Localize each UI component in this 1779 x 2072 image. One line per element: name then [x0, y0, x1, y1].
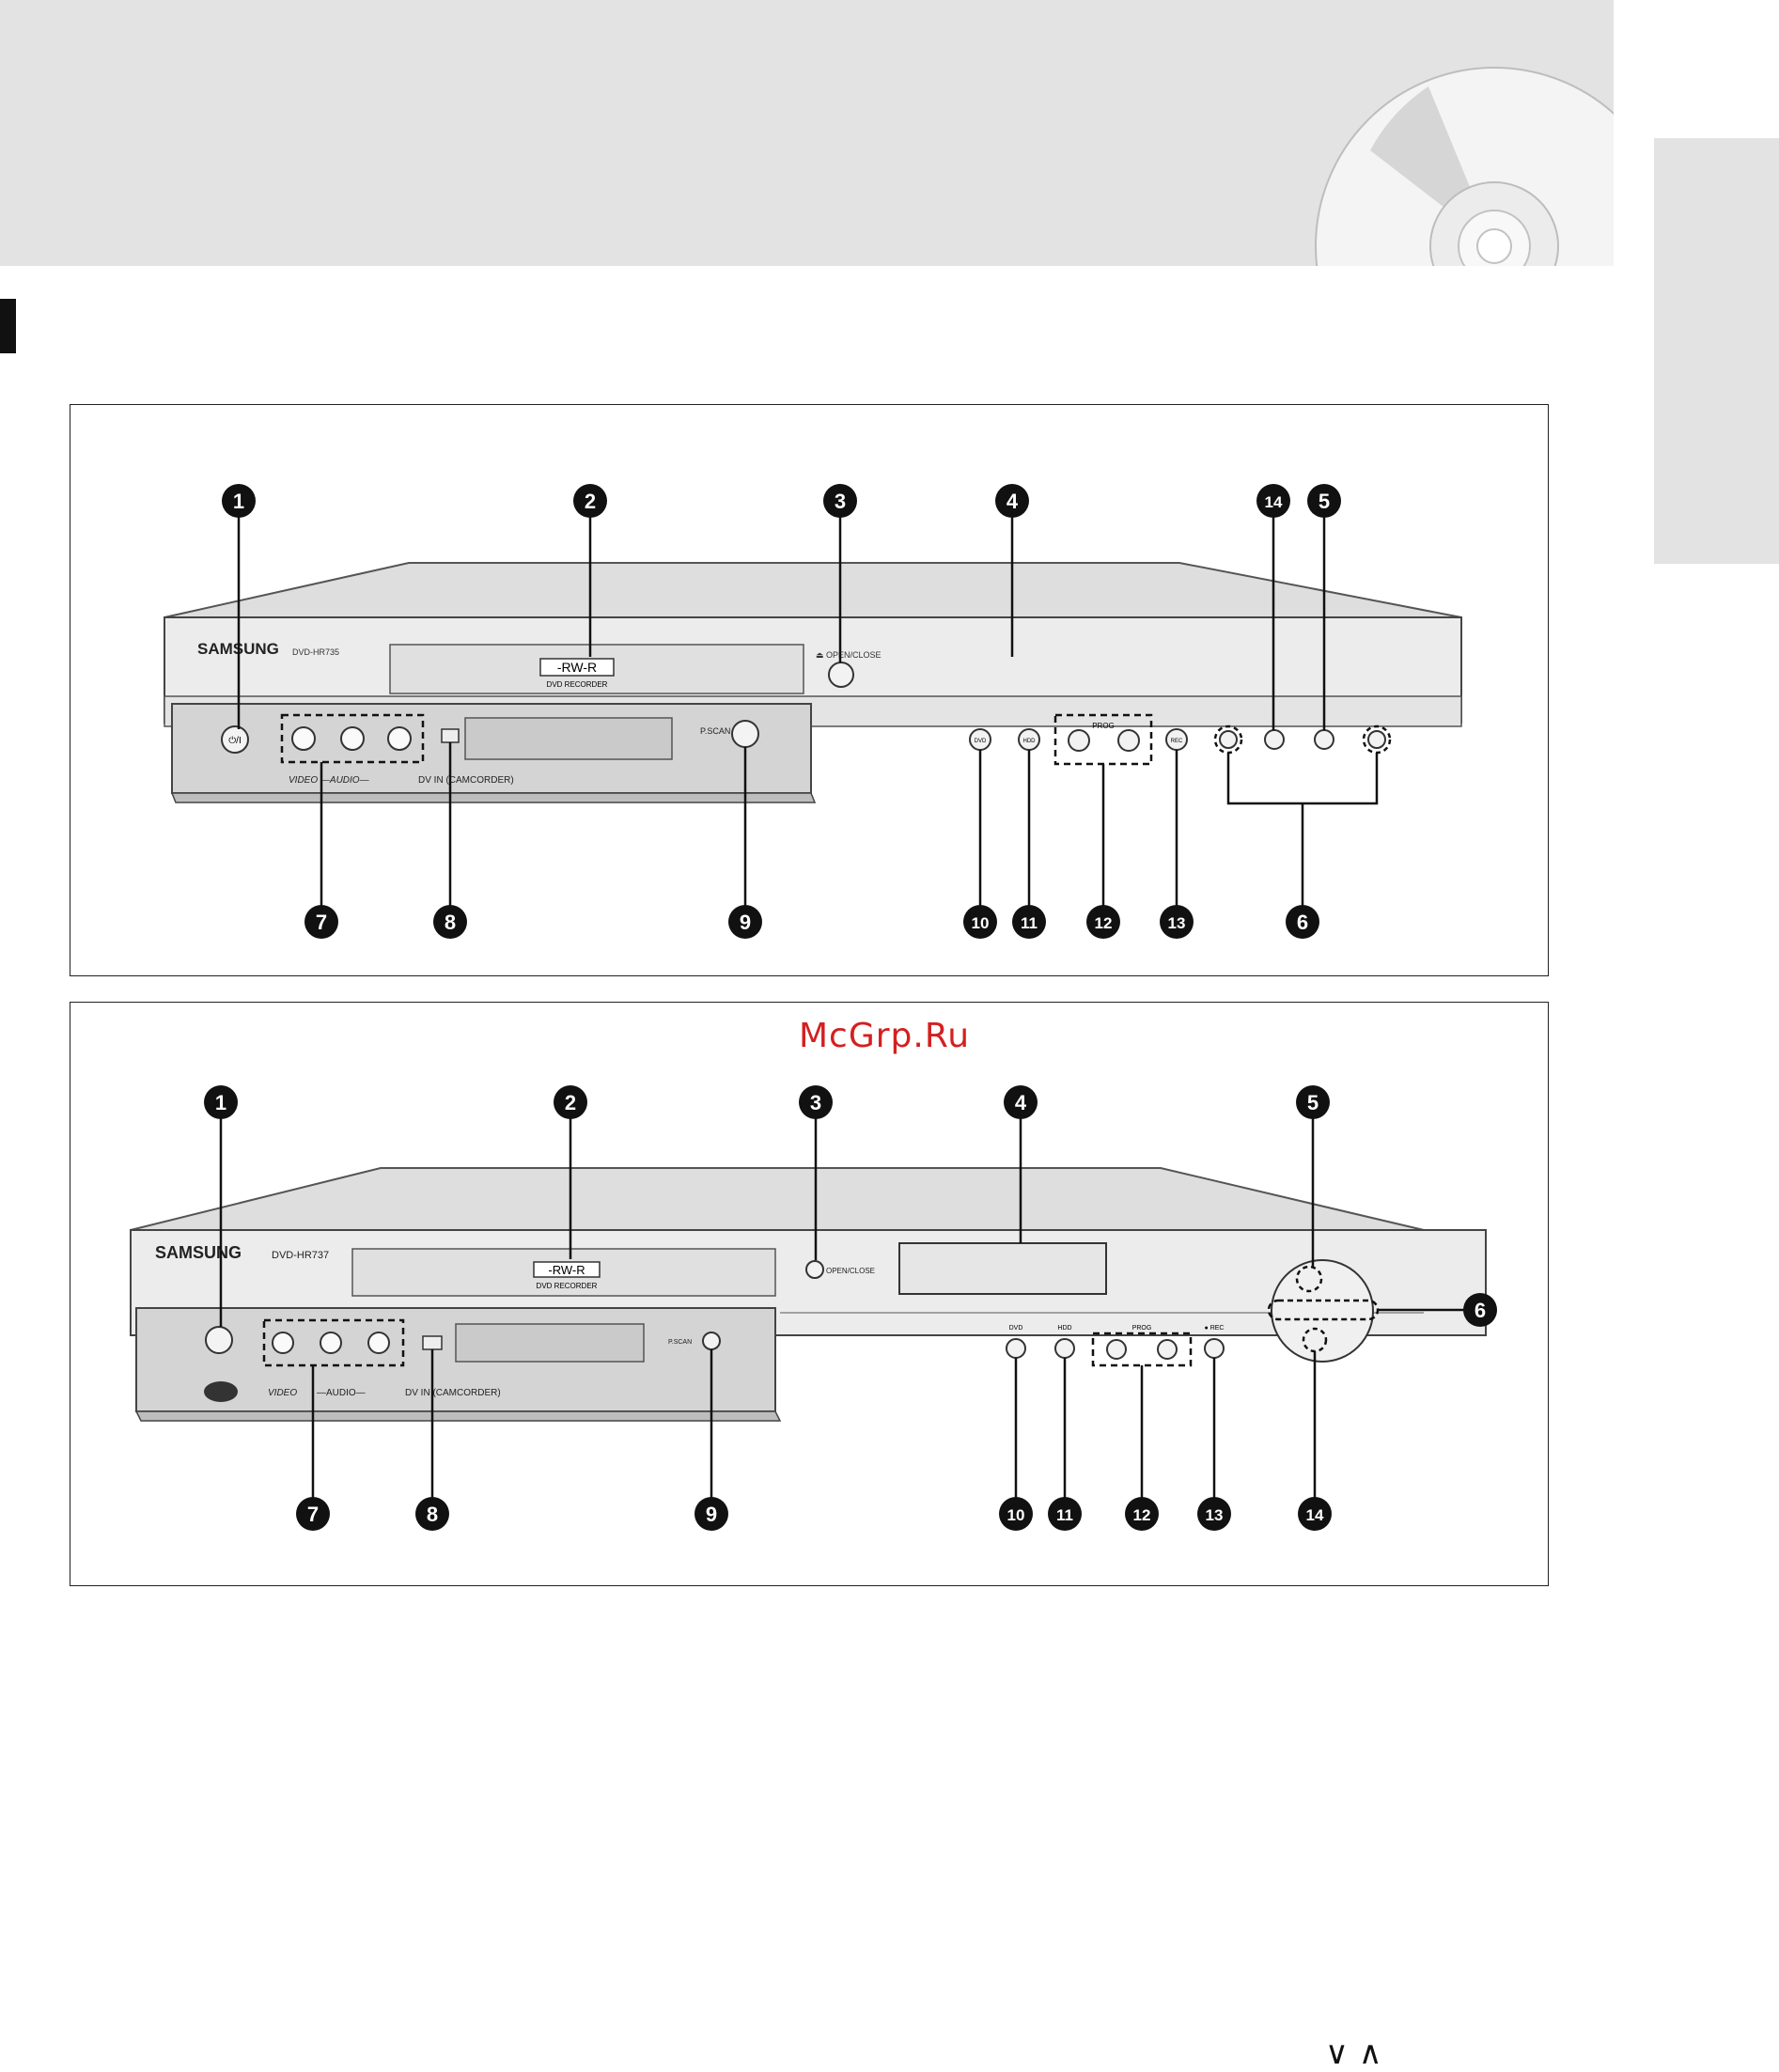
- figure-dvd-hr737: -RW-R DVD RECORDER SAMSUNG DVD-HR737 OPE…: [70, 1002, 1549, 1586]
- callout-13: 13: [1206, 1506, 1224, 1524]
- callout-3: 3: [835, 490, 846, 513]
- brand-logo: SAMSUNG: [155, 1243, 242, 1262]
- callout-14: 14: [1265, 493, 1283, 511]
- callout-1: 1: [215, 1091, 226, 1114]
- remote-sensor: [204, 1381, 238, 1402]
- prog-label: PROG: [1132, 1325, 1152, 1332]
- prog-up-button[interactable]: [1158, 1340, 1177, 1359]
- header-band: [0, 0, 1614, 266]
- dv-in-label: DV IN (CAMCORDER): [405, 1388, 501, 1398]
- callout-7: 7: [316, 911, 327, 934]
- display-window: [899, 1243, 1106, 1294]
- audio-left-jack[interactable]: [320, 1332, 341, 1353]
- open-close-button[interactable]: [829, 662, 853, 687]
- callout-8: 8: [445, 911, 456, 934]
- video-label: VIDEO: [268, 1388, 297, 1398]
- dv-in-port[interactable]: [442, 729, 459, 742]
- footer-arrows: ∨ ∧: [1325, 2037, 1382, 2069]
- pscan-label: P.SCAN: [700, 726, 730, 736]
- model-label: DVD-HR737: [272, 1250, 329, 1261]
- callout-2: 2: [585, 490, 596, 513]
- hdd-label: HDD: [1023, 739, 1037, 744]
- front-display-window: [456, 1324, 644, 1362]
- pscan-button[interactable]: [703, 1332, 720, 1349]
- callout-4: 4: [1015, 1091, 1027, 1114]
- power-button[interactable]: [206, 1327, 232, 1353]
- front-panel-diagram-1: -RW-R DVD RECORDER SAMSUNG DVD-HR735 ⏏ O…: [70, 405, 1550, 977]
- callout-1: 1: [233, 490, 244, 513]
- callout-9: 9: [706, 1503, 717, 1526]
- callout-14: 14: [1306, 1506, 1324, 1524]
- callout-6: 6: [1475, 1299, 1486, 1322]
- prog-down-button[interactable]: [1069, 730, 1089, 751]
- pscan-button[interactable]: [732, 721, 758, 747]
- callout-11: 11: [1021, 914, 1038, 932]
- disc-logo: -RW-R: [557, 660, 597, 675]
- skip-forward-button[interactable]: [1368, 731, 1385, 748]
- open-close-label: OPEN/CLOSE: [826, 1267, 875, 1275]
- callout-8: 8: [427, 1503, 438, 1526]
- video-jack[interactable]: [273, 1332, 293, 1353]
- section-tab: [1654, 138, 1779, 564]
- power-label: ⏻/I: [228, 736, 241, 746]
- prog-up-button[interactable]: [1118, 730, 1139, 751]
- open-close-label: ⏏ OPEN/CLOSE: [816, 650, 882, 660]
- audio-label: —AUDIO—: [317, 1388, 366, 1398]
- callout-9: 9: [740, 911, 751, 934]
- dv-in-label: DV IN (CAMCORDER): [418, 775, 514, 786]
- audio-right-jack[interactable]: [388, 727, 411, 750]
- dvd-label: DVD: [975, 739, 987, 744]
- rec-label: REC: [1171, 739, 1183, 744]
- callout-3: 3: [810, 1091, 821, 1114]
- dvd-label: DVD: [1009, 1325, 1023, 1332]
- front-panel-diagram-2: -RW-R DVD RECORDER SAMSUNG DVD-HR737 OPE…: [70, 1003, 1550, 1587]
- jack-labels: VIDEO —AUDIO—: [289, 775, 370, 786]
- prog-down-button[interactable]: [1107, 1340, 1126, 1359]
- open-close-button[interactable]: [806, 1261, 823, 1278]
- callout-4: 4: [1007, 490, 1019, 513]
- callout-6: 6: [1297, 911, 1308, 934]
- figure-dvd-hr735: -RW-R DVD RECORDER SAMSUNG DVD-HR735 ⏏ O…: [70, 404, 1549, 976]
- video-jack[interactable]: [292, 727, 315, 750]
- callout-5: 5: [1307, 1091, 1319, 1114]
- hdd-label: HDD: [1057, 1325, 1071, 1332]
- callout-13: 13: [1168, 914, 1186, 932]
- prog-label: PROG: [1092, 722, 1115, 730]
- play-pause-button[interactable]: [1315, 730, 1334, 749]
- stop-button[interactable]: [1265, 730, 1284, 749]
- audio-left-jack[interactable]: [341, 727, 364, 750]
- callout-7: 7: [307, 1503, 319, 1526]
- pscan-label: P.SCAN: [668, 1339, 692, 1346]
- disc-graphic: [0, 0, 1614, 266]
- rec-label: ● REC: [1205, 1325, 1225, 1332]
- callout-11: 11: [1056, 1506, 1073, 1524]
- section-marker: [0, 299, 16, 353]
- disc-sub: DVD RECORDER: [547, 680, 608, 689]
- callout-2: 2: [565, 1091, 576, 1114]
- audio-right-jack[interactable]: [368, 1332, 389, 1353]
- front-display-window: [465, 718, 672, 759]
- model-label: DVD-HR735: [292, 647, 339, 657]
- rec-button[interactable]: [1205, 1339, 1224, 1358]
- disc-logo: -RW-R: [548, 1263, 585, 1277]
- navigation-dial: [1272, 1260, 1373, 1362]
- callout-5: 5: [1319, 490, 1330, 513]
- callout-12: 12: [1133, 1506, 1151, 1524]
- dv-in-port[interactable]: [423, 1336, 442, 1349]
- hdd-button[interactable]: [1055, 1339, 1074, 1358]
- watermark-text: McGrp.Ru: [799, 1017, 970, 1055]
- callout-10: 10: [1007, 1506, 1025, 1524]
- skip-back-button[interactable]: [1220, 731, 1237, 748]
- callout-10: 10: [972, 914, 990, 932]
- disc-sub: DVD RECORDER: [537, 1282, 598, 1290]
- dvd-button[interactable]: [1007, 1339, 1025, 1358]
- callout-12: 12: [1095, 914, 1113, 932]
